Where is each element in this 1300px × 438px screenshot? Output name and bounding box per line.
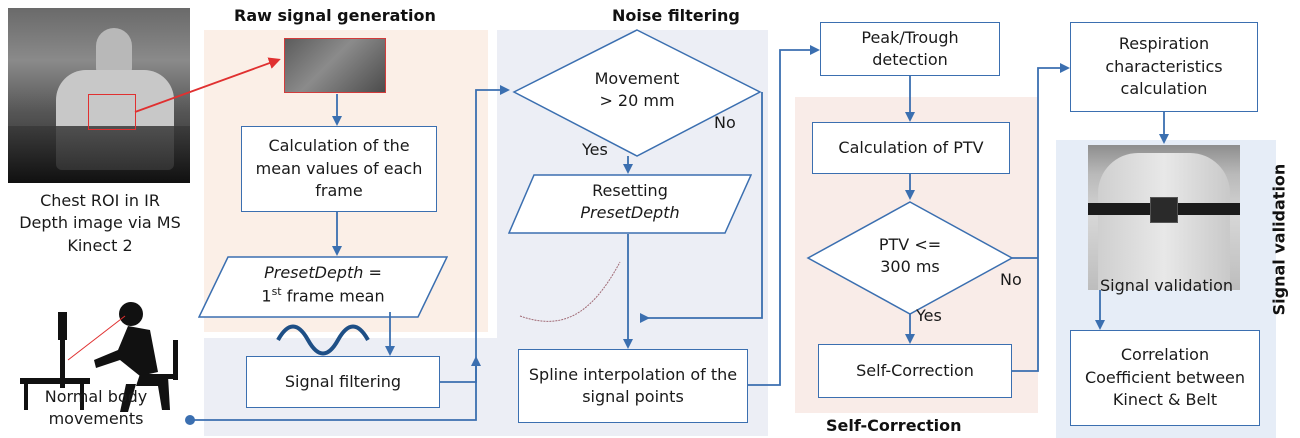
belt-photo (1088, 145, 1240, 290)
ptv-decision-line1: PTV <= (878, 235, 942, 254)
ptv-yes-label: Yes (916, 306, 942, 325)
self-correction-box: Self-Correction (818, 344, 1012, 398)
resetting-label: Resetting (592, 181, 668, 200)
depth-image (8, 8, 190, 183)
movement-decision-diamond: Movement > 20 mm (512, 28, 762, 158)
self-correction-heading: Self-Correction (826, 416, 962, 435)
preset-depth-eq: = (363, 263, 382, 282)
roi-crop-image (284, 38, 386, 93)
movement-decision-line1: Movement (594, 69, 680, 88)
signal-filtering-box: Signal filtering (246, 356, 440, 408)
peak-trough-box: Peak/Trough detection (820, 22, 1000, 76)
preset-first: 1 (261, 286, 272, 306)
depth-noise-bottom (8, 126, 190, 183)
movement-decision-line2: > 20 mm (599, 91, 675, 111)
spline-interpolation-box: Spline interpolation of the signal point… (518, 349, 748, 423)
respiration-characteristics-box: Respiration characteristics calculation (1070, 22, 1258, 112)
movement-no-label: No (714, 113, 736, 132)
preset-depth-parallelogram: PresetDepth = 1st frame mean (198, 256, 448, 318)
preset-depth-var: PresetDepth (264, 263, 364, 282)
preset-frame-mean: frame mean (281, 286, 385, 306)
resetting-var: PresetDepth (580, 203, 680, 223)
mean-calculation-box: Calculation of the mean values of each f… (241, 126, 437, 212)
movements-caption: Normal body movements (44, 387, 148, 428)
noise-filtering-heading: Noise filtering (612, 6, 740, 25)
ptv-no-label: No (1000, 270, 1022, 289)
belt-sensor (1150, 197, 1178, 223)
ptv-calculation-box: Calculation of PTV (812, 122, 1010, 174)
signal-validation-label: Signal validation (1100, 276, 1234, 295)
ptv-decision-line2: 300 ms (880, 257, 940, 277)
preset-first-sup: st (271, 285, 282, 299)
depth-person-head (96, 28, 132, 78)
resetting-parallelogram: Resetting PresetDepth (508, 174, 752, 234)
raw-signal-heading: Raw signal generation (234, 6, 436, 25)
movement-yes-label: Yes (582, 140, 608, 159)
correlation-box: Correlation Coefficient between Kinect &… (1070, 330, 1260, 426)
depth-image-caption: Chest ROI in IR Depth image via MS Kinec… (19, 191, 181, 255)
